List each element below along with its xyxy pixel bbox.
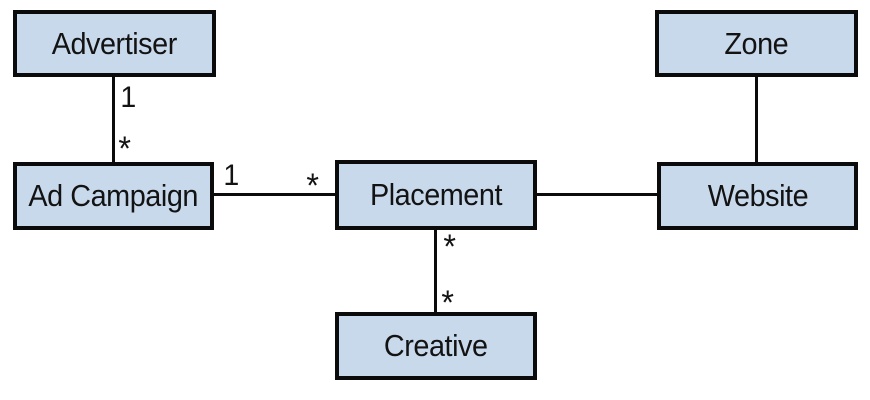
entity-ad-campaign: Ad Campaign	[13, 162, 214, 230]
entity-website: Website	[657, 162, 858, 230]
entity-advertiser-label: Advertiser	[51, 25, 178, 61]
entity-creative-label: Creative	[384, 328, 488, 363]
connector-placement-creative	[434, 229, 437, 314]
entity-zone-label: Zone	[724, 25, 789, 61]
entity-advertiser: Advertiser	[13, 10, 216, 77]
multiplicity-creative-top: *	[441, 284, 454, 322]
multiplicity-adcampaign-end: *	[118, 130, 131, 168]
entity-placement-label: Placement	[369, 177, 503, 212]
multiplicity-adcampaign-side: 1	[223, 159, 240, 192]
entity-zone: Zone	[655, 10, 858, 77]
multiplicity-placement-bottom: *	[443, 228, 456, 266]
multiplicity-advertiser-end: 1	[120, 81, 137, 114]
entity-placement: Placement	[335, 160, 537, 230]
entity-website-label: Website	[707, 178, 808, 213]
connector-placement-website	[536, 193, 659, 196]
entity-creative: Creative	[335, 312, 537, 380]
connector-adcampaign-placement	[213, 193, 337, 196]
entity-ad-campaign-label: Ad Campaign	[28, 178, 199, 213]
multiplicity-placement-side: *	[306, 167, 319, 205]
connector-zone-website	[755, 76, 758, 164]
connector-advertiser-adcampaign	[112, 76, 115, 164]
